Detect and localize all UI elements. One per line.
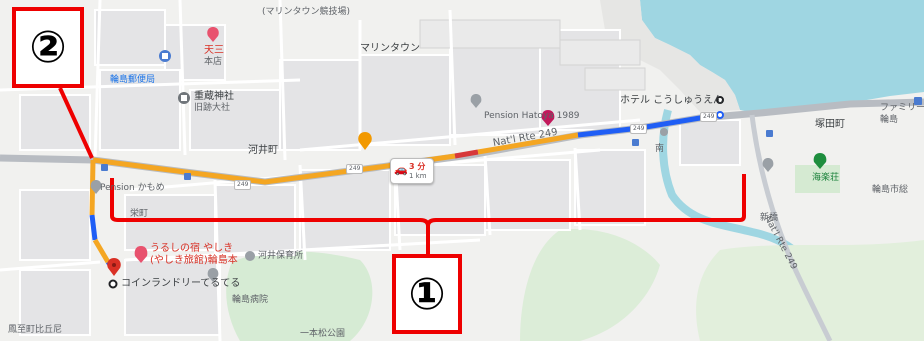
label-pension-hatoya: Pension Hatoya 1989	[484, 111, 580, 121]
east-pin-icon[interactable]	[762, 158, 774, 172]
callout-two: ②	[12, 7, 84, 88]
label-wajima-post-office: 輪島郵便局	[110, 75, 156, 85]
callout-one: ①	[392, 254, 462, 334]
label-tsukada-town: 塚田町	[815, 119, 845, 130]
label-juzo-shrine-sub: 旧跡大社	[194, 103, 231, 113]
label-kaiunso: 海楽荘	[812, 173, 840, 183]
rte-249-south	[749, 114, 833, 341]
route-badge-3: 249	[630, 124, 648, 134]
shrine-icon-right[interactable]	[660, 128, 668, 136]
hotel-pin-icon[interactable]	[541, 110, 555, 126]
annotation-pointer	[58, 87, 94, 159]
label-tensan: 天三	[204, 45, 224, 56]
route-badge-2: 249	[346, 164, 364, 174]
right-edge-bus-icon[interactable]	[914, 97, 922, 105]
town-blocks	[19, 9, 741, 336]
label-family: ファミリー	[880, 103, 924, 113]
eta-tooltip[interactable]: 🚗 3 分 1 km	[390, 158, 434, 184]
label-wajima-city: 輪島市総	[872, 185, 909, 195]
restaurant-pin-icon[interactable]	[358, 132, 372, 150]
green-kaiunso	[795, 165, 840, 193]
green-hill-right	[696, 240, 924, 341]
label-minami: 南	[655, 144, 665, 154]
label-tensan-sub: 本店	[204, 57, 223, 67]
route-badge-1: 249	[234, 180, 252, 190]
bus-stop-icon-2[interactable]	[184, 173, 191, 180]
kaiunso-pin-icon[interactable]	[813, 153, 827, 169]
label-hotel-koshuen: ホテル こうしゅうえん	[620, 95, 724, 106]
route-orange-east	[477, 132, 579, 155]
label-east-left-bottom: 鳳至町比丘尼	[8, 325, 63, 335]
post-office-icon[interactable]	[159, 50, 171, 62]
label-wajima-right: 輪島	[880, 115, 899, 125]
label-urushi-inn-sub: (やしき旅館)輪島本	[150, 255, 238, 266]
shrine-icon[interactable]	[178, 92, 190, 104]
green-park-right	[520, 229, 660, 341]
route-start-dot[interactable]	[716, 111, 724, 119]
route-down-orange-2	[92, 238, 111, 264]
hospital-pin-icon[interactable]	[207, 268, 219, 282]
label-juzo-shrine: 重蔵神社	[194, 91, 234, 102]
label-marina-town: マリンタウン	[360, 43, 420, 54]
annotation-bracket	[110, 174, 746, 256]
route-down-blue	[89, 214, 98, 241]
callout-two-label: ②	[29, 22, 67, 73]
car-icon: 🚗	[394, 163, 408, 176]
sea-area	[640, 0, 924, 114]
label-ippon-matsu-park: 一本松公園	[300, 329, 346, 339]
label-wajima-hospital: 輪島病院	[232, 295, 269, 305]
coast-band	[600, 0, 740, 112]
label-urushi-inn: うるしの宿 やしき	[150, 243, 234, 254]
destination-pin[interactable]	[107, 258, 121, 276]
label-marina-town-racecourse: (マリンタウン競技場)	[262, 7, 351, 17]
hotel-marker[interactable]	[716, 96, 724, 104]
laundry-marker[interactable]	[108, 279, 118, 289]
urushi-inn-pin-icon[interactable]	[134, 246, 148, 263]
bus-stop-icon-4[interactable]	[766, 130, 773, 137]
pension-hatoya-pin-icon[interactable]	[470, 94, 482, 108]
green-park-bottom	[226, 251, 373, 341]
label-coin-laundry: コインランドリーてるてる	[121, 278, 241, 289]
route-badge-4: 249	[700, 112, 718, 122]
bus-stop-icon-3[interactable]	[632, 139, 639, 146]
eta-time: 3 分	[409, 162, 426, 171]
eta-distance: 1 km	[409, 172, 427, 180]
food-pin-icon[interactable]	[207, 27, 219, 42]
label-kawai-town: 河井町	[248, 145, 278, 156]
bus-stop-icon-1[interactable]	[101, 164, 108, 171]
marina-grid	[419, 19, 646, 91]
callout-one-label: ①	[408, 268, 446, 320]
school-icon[interactable]	[245, 251, 255, 261]
label-kawai-nursery: 河井保育所	[258, 251, 304, 261]
label-pension-kamome: Pension かもめ	[100, 183, 165, 193]
apartment-pin-icon[interactable]	[90, 180, 102, 194]
route-red-segment	[454, 149, 479, 159]
label-sakae: 栄町	[130, 209, 149, 219]
label-shinbashi: 新橋	[760, 213, 779, 223]
